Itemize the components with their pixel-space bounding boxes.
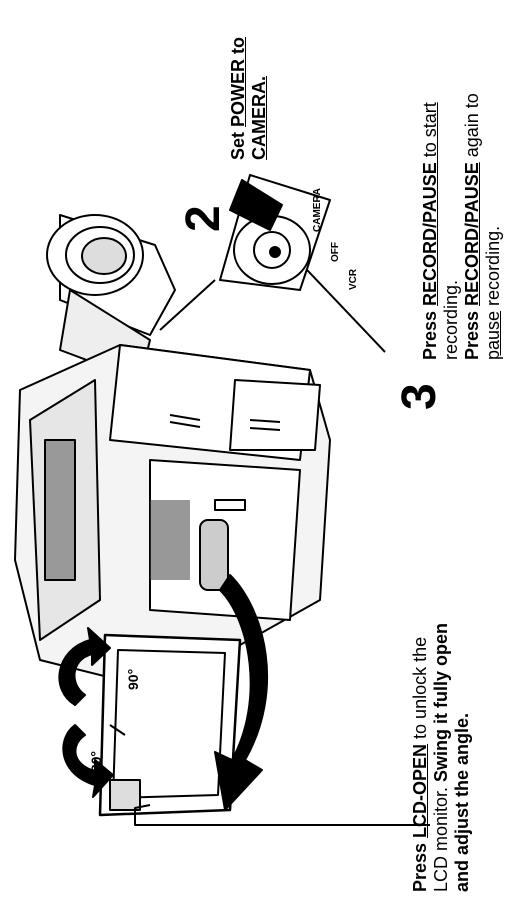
step2-instructions: Set POWER to CAMERA.	[228, 37, 270, 160]
switch-camera-label: CAMERA	[312, 188, 323, 232]
pause-label: pause	[483, 310, 503, 360]
step3-line1-c: to start	[420, 102, 440, 163]
step1-instructions: Press LCD-OPEN to unlock the LCD monitor…	[410, 623, 473, 892]
step3-line3-c: again to	[462, 93, 482, 163]
step2-line1-a: Set	[228, 126, 248, 160]
power-label: POWER to	[228, 36, 248, 127]
step2-line2: CAMERA.	[249, 76, 269, 160]
step1-line1-c: to unlock the	[410, 636, 430, 744]
lcd-panel	[98, 633, 242, 817]
switch-off-label: OFF	[330, 242, 341, 262]
angle-180-label: 180°	[88, 751, 104, 780]
record-pause-label-2: RECORD/PAUSE	[462, 162, 482, 306]
step1-line2-a: LCD monitor.	[431, 781, 451, 892]
step3-instructions: Press RECORD/PAUSE to start recording. P…	[420, 93, 504, 360]
rotate-arrow-down	[62, 724, 114, 798]
step3-line2: recording.	[441, 279, 461, 360]
step1-line1-a: Press	[410, 837, 430, 892]
step3-line4-b: recording.	[483, 225, 503, 311]
step2-number: 2	[177, 205, 230, 232]
swing-arrow	[214, 574, 269, 811]
step3-line1-a: Press	[420, 305, 440, 360]
step1-line3: and adjust the angle.	[452, 712, 472, 892]
switch-vcr-label: VCR	[348, 268, 359, 290]
step3-number: 3	[393, 383, 446, 410]
step1-line2-b: Swing it fully open	[431, 622, 451, 782]
angle-90-label: 90°	[125, 668, 141, 690]
record-pause-label-1: RECORD/PAUSE	[420, 162, 440, 306]
power-switch	[219, 174, 331, 291]
step3-line3-a: Press	[462, 305, 482, 360]
lcd-open-label: LCD-OPEN	[410, 743, 430, 838]
rotate-arrow-up	[58, 627, 111, 706]
